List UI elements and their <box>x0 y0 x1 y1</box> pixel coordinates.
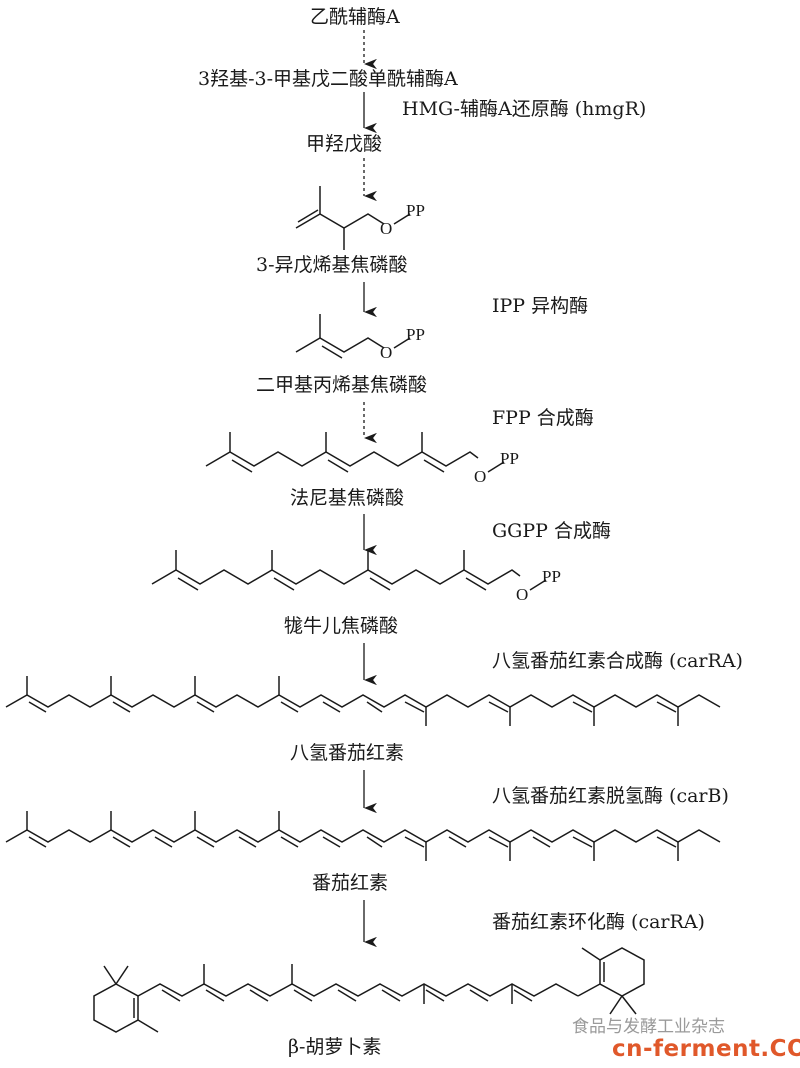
compound-ipp: 3-异戊烯基焦磷酸 <box>256 254 408 276</box>
dmapp-structure <box>295 314 411 359</box>
enzyme-phytoene-dehydrogenase: 八氢番茄红素脱氢酶 (carB) <box>492 785 729 807</box>
compound-ggpp: 牻牛儿焦磷酸 <box>284 615 399 637</box>
fpp-pp-label: PP <box>500 449 519 468</box>
ipp-o-label: O <box>380 219 392 238</box>
enzyme-ipp-isomerase: IPP 异构酶 <box>492 295 589 317</box>
compound-lycopene: 番茄红素 <box>312 872 389 894</box>
phytoene-structure <box>5 676 721 726</box>
compound-beta-carotene: β-胡萝卜素 <box>288 1036 382 1058</box>
compound-hmg-coa: 3羟基-3-甲基戊二酸单酰辅酶A <box>198 68 458 90</box>
enzyme-ggpp-synthase: GGPP 合成酶 <box>492 520 611 542</box>
compound-acetyl-coa: 乙酰辅酶A <box>310 6 400 28</box>
compound-dmapp: 二甲基丙烯基焦磷酸 <box>256 374 428 396</box>
ipp-pp-label: PP <box>406 201 425 220</box>
compound-phytoene: 八氢番茄红素 <box>290 742 405 764</box>
dmapp-pp-label: PP <box>406 325 425 344</box>
lycopene-structure <box>5 811 721 861</box>
watermark-site: cn-ferment.COM <box>612 1036 800 1062</box>
ipp-structure <box>295 186 411 250</box>
enzyme-phytoene-synthase: 八氢番茄红素合成酶 (carRA) <box>492 650 743 672</box>
enzyme-hmgr-text: HMG-辅酶A还原酶 (hmgR) <box>402 98 647 120</box>
ggpp-structure <box>151 550 547 591</box>
ggpp-o-label: O <box>516 585 528 604</box>
enzyme-lycopene-cyclase: 番茄红素环化酶 (carRA) <box>492 911 705 933</box>
watermark-journal: 食品与发酵工业杂志 <box>572 1017 725 1037</box>
enzyme-fpp-synthase: FPP 合成酶 <box>492 407 594 429</box>
compound-mevalonate: 甲羟戊酸 <box>306 133 383 155</box>
dmapp-o-label: O <box>380 343 392 362</box>
compound-fpp: 法尼基焦磷酸 <box>290 487 405 509</box>
fpp-structure <box>205 432 505 473</box>
enzyme-hmgr: HMG-辅酶A还原酶 (hmgR) <box>402 98 646 120</box>
ggpp-pp-label: PP <box>542 567 561 586</box>
beta-carotene-structure <box>93 947 645 1033</box>
fpp-o-label: O <box>474 467 486 486</box>
